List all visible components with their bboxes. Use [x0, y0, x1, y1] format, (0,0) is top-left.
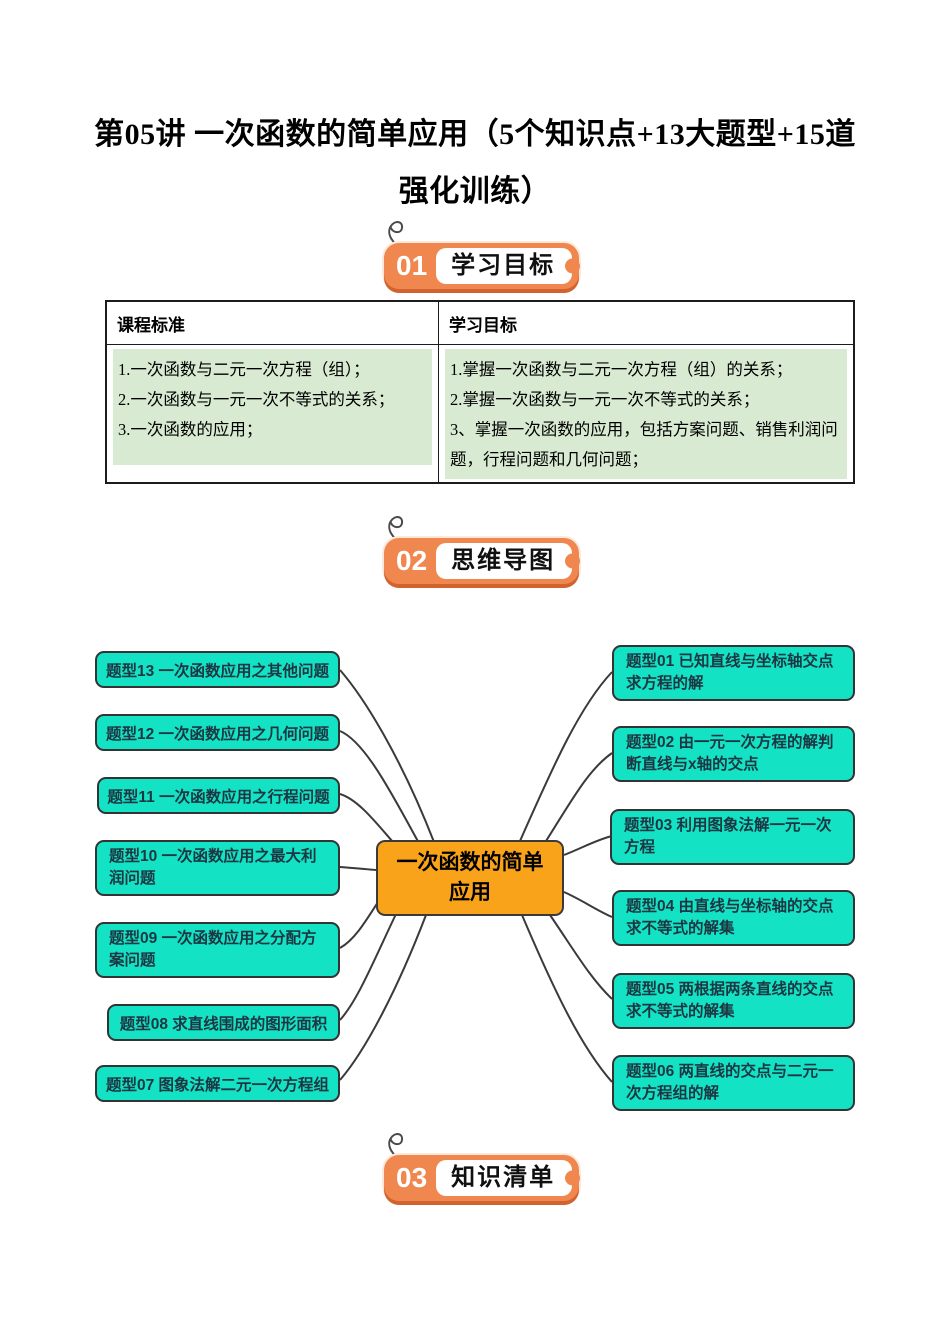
list-item: 1.一次函数与二元一次方程（组）； [118, 360, 370, 379]
title-line-1: 第05讲 一次函数的简单应用（5个知识点+13大题型+15道 [94, 118, 856, 151]
mindmap-node-03: 题型03 利用图象法解一元一次方程 [610, 809, 855, 865]
mindmap-node-02: 题型02 由一元一次方程的解判断直线与x轴的交点 [612, 726, 855, 782]
header-cell-course-standard: 课程标准 [107, 302, 439, 344]
badge-frame: 01 学习目标 [384, 243, 580, 289]
list-item: 3、掌握一次函数的应用，包括方案问题、销售利润问题，行程问题和几何问题； [450, 420, 838, 469]
table-header-row: 课程标准 学习目标 [107, 302, 853, 345]
badge-number: 02 [396, 545, 428, 576]
list-item: 1.掌握一次函数与二元一次方程（组）的关系； [450, 360, 793, 379]
list-item: 2.掌握一次函数与一元一次不等式的关系； [450, 390, 760, 409]
section-badge-knowledge-list: 03 知识清单 [384, 1133, 580, 1201]
mindmap-node-09: 题型09 一次函数应用之分配方案问题 [95, 922, 340, 978]
course-standard-cell: 1.一次函数与二元一次方程（组）； 2.一次函数与一元一次不等式的关系； 3.一… [107, 345, 439, 482]
objectives-table: 课程标准 学习目标 1.一次函数与二元一次方程（组）； 2.一次函数与一元一次不… [105, 300, 855, 484]
badge-number: 03 [396, 1162, 428, 1193]
learning-goal-list: 1.掌握一次函数与二元一次方程（组）的关系； 2.掌握一次函数与一元一次不等式的… [445, 349, 847, 479]
learning-goal-cell: 1.掌握一次函数与二元一次方程（组）的关系； 2.掌握一次函数与一元一次不等式的… [439, 345, 853, 482]
badge-label: 学习目标 [436, 248, 573, 284]
mindmap-node-11: 题型11 一次函数应用之行程问题 [97, 777, 340, 814]
mindmap-node-13: 题型13 一次函数应用之其他问题 [95, 651, 340, 688]
header-cell-learning-goal: 学习目标 [449, 315, 517, 335]
squiggle-icon [388, 221, 406, 250]
mindmap-node-05: 题型05 两根据两条直线的交点求不等式的解集 [612, 973, 855, 1029]
squiggle-icon [388, 516, 406, 545]
list-item: 2.一次函数与一元一次不等式的关系； [118, 390, 395, 409]
title-line-2: 强化训练） [398, 175, 552, 208]
squiggle-icon [388, 1133, 406, 1162]
list-item: 3.一次函数的应用； [118, 420, 263, 439]
section-badge-learning-goals: 01 学习目标 [384, 221, 580, 289]
mindmap-node-07: 题型07 图象法解二元一次方程组 [95, 1065, 340, 1102]
badge-frame: 02 思维导图 [384, 538, 580, 584]
page-title: 第05讲 一次函数的简单应用（5个知识点+13大题型+15道 强化训练） [0, 106, 950, 220]
badge-label: 思维导图 [436, 543, 573, 579]
mindmap-node-08: 题型08 求直线围成的图形面积 [107, 1004, 340, 1041]
mindmap-node-10: 题型10 一次函数应用之最大利润问题 [95, 840, 340, 896]
mindmap-node-06: 题型06 两直线的交点与二元一次方程组的解 [612, 1055, 855, 1111]
table-body-row: 1.一次函数与二元一次方程（组）； 2.一次函数与一元一次不等式的关系； 3.一… [107, 345, 853, 482]
mindmap-center-node: 一次函数的简单应用 [376, 840, 564, 916]
section-badge-mind-map: 02 思维导图 [384, 516, 580, 584]
course-standard-list: 1.一次函数与二元一次方程（组）； 2.一次函数与一元一次不等式的关系； 3.一… [113, 349, 432, 465]
badge-label: 知识清单 [436, 1160, 573, 1196]
mindmap-node-12: 题型12 一次函数应用之几何问题 [95, 714, 340, 751]
mindmap-node-04: 题型04 由直线与坐标轴的交点求不等式的解集 [612, 890, 855, 946]
mindmap-node-01: 题型01 已知直线与坐标轴交点求方程的解 [612, 645, 855, 701]
badge-frame: 03 知识清单 [384, 1155, 580, 1201]
badge-number: 01 [396, 250, 428, 281]
